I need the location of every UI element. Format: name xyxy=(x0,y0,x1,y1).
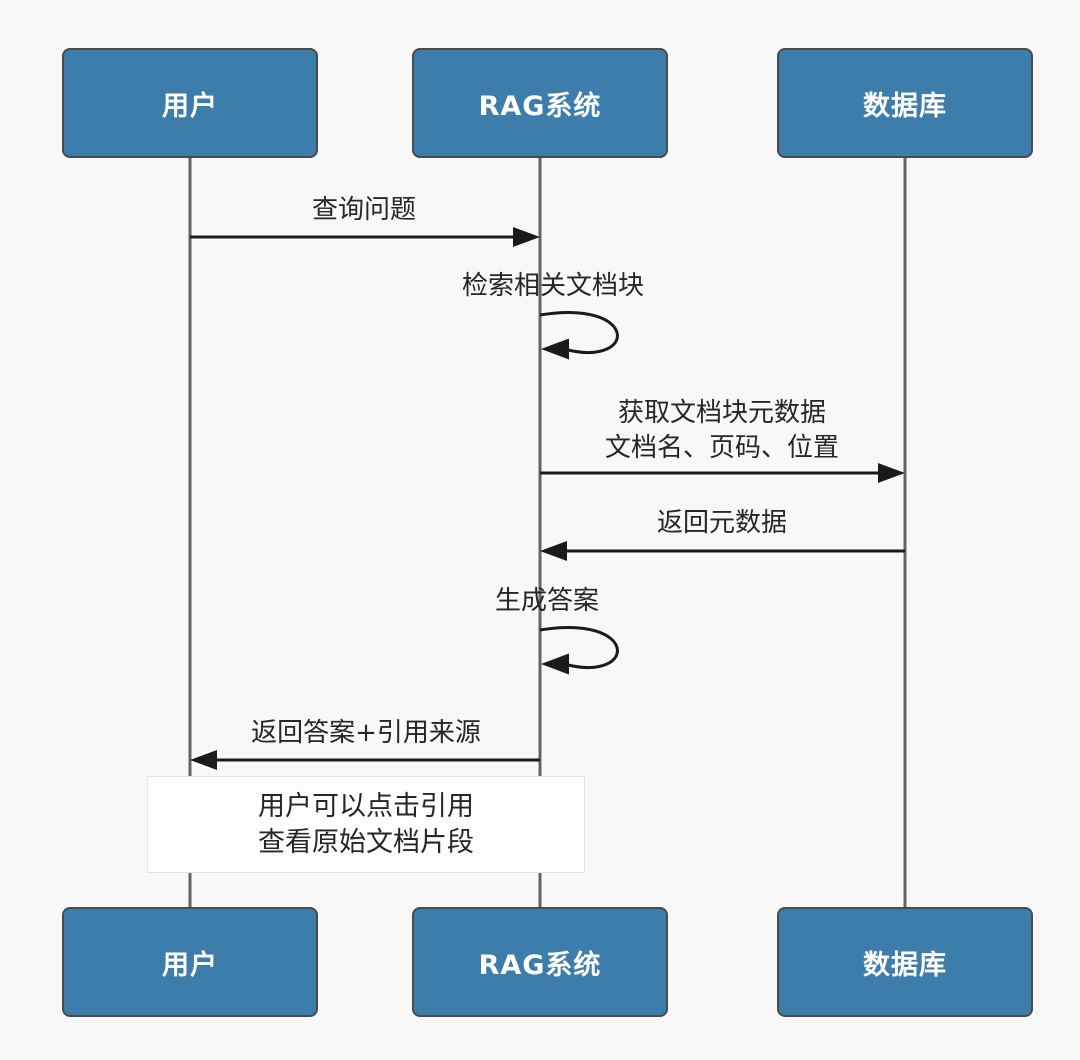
participant-user-top: 用户 xyxy=(62,48,318,158)
message-arrow-3 xyxy=(540,463,905,483)
message-label-generate-answer: 生成答案 xyxy=(494,586,600,616)
message-label-return-answer: 返回答案+引用来源 xyxy=(251,718,481,748)
self-loop-1 xyxy=(539,311,619,360)
participant-db-top: 数据库 xyxy=(777,48,1033,158)
message-label-get-metadata-line1: 获取文档块元数据 xyxy=(617,398,827,428)
self-loop-2 xyxy=(539,626,619,675)
message-label-retrieve: 检索相关文档块 xyxy=(461,271,645,301)
message-label-return-metadata: 返回元数据 xyxy=(656,508,788,538)
note-citation: 用户可以点击引用 查看原始文档片段 xyxy=(147,776,585,873)
message-arrow-4 xyxy=(540,541,905,561)
note-line1: 用户可以点击引用 xyxy=(258,790,474,822)
participant-user-bottom: 用户 xyxy=(62,907,318,1017)
note-line2: 查看原始文档片段 xyxy=(258,826,474,858)
message-label-get-metadata-line2: 文档名、页码、位置 xyxy=(604,433,840,463)
message-label-get-metadata: 获取文档块元数据 文档名、页码、位置 xyxy=(605,396,839,466)
message-arrow-6 xyxy=(190,750,540,770)
participant-rag-top: RAG系统 xyxy=(412,48,668,158)
message-label-query: 查询问题 xyxy=(311,195,417,225)
message-arrow-1 xyxy=(190,227,540,247)
participant-db-bottom: 数据库 xyxy=(777,907,1033,1017)
participant-rag-bottom: RAG系统 xyxy=(412,907,668,1017)
